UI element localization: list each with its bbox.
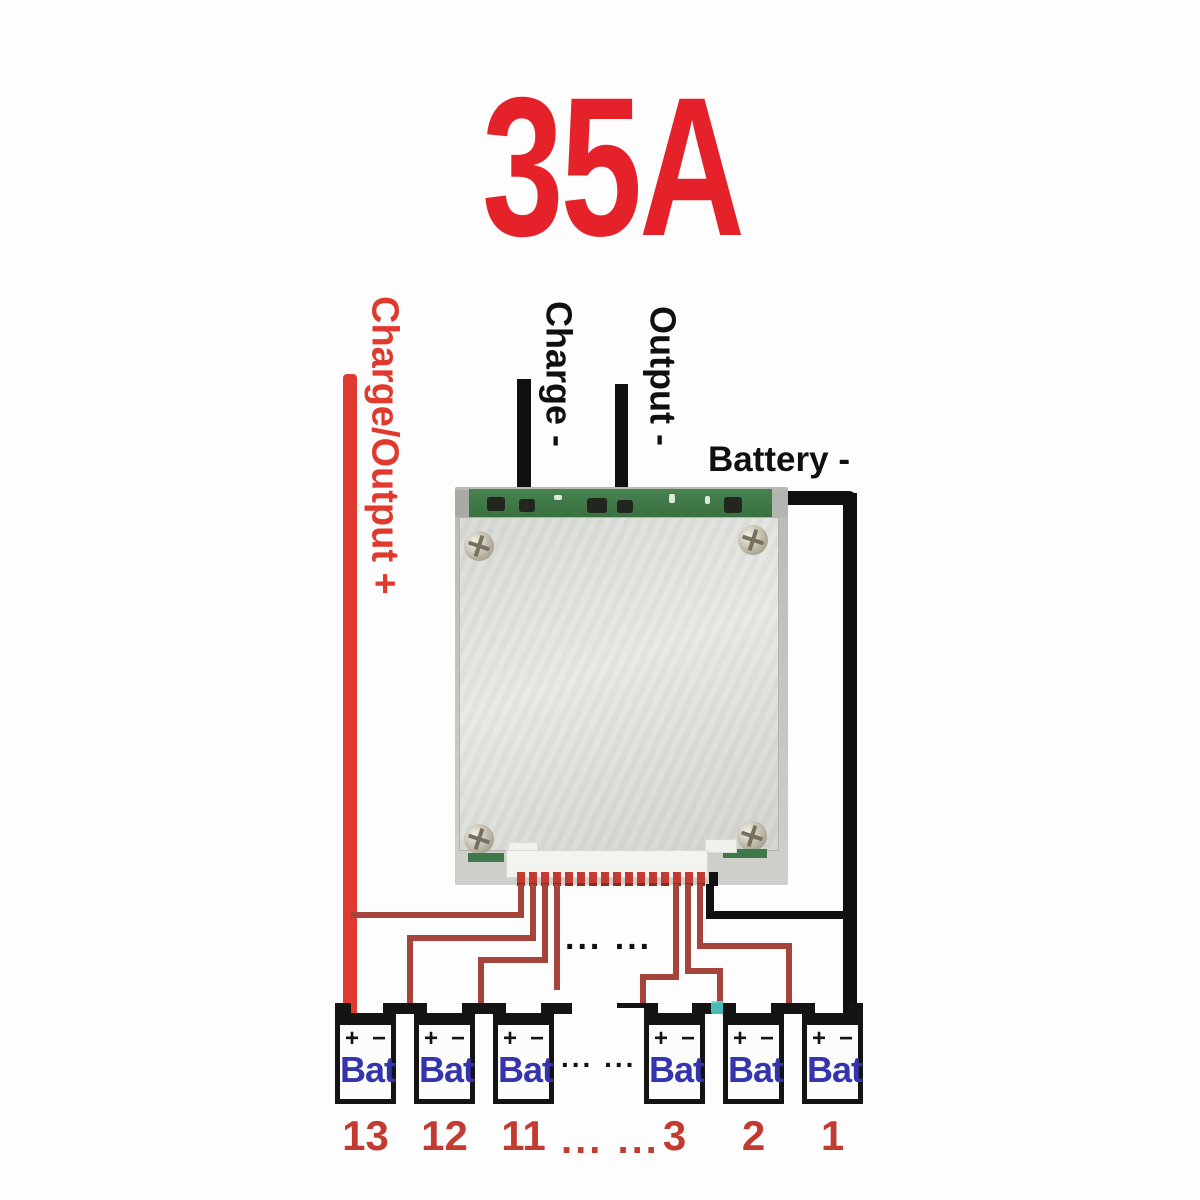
terminal-tab — [692, 1003, 705, 1014]
screw-top-left — [464, 531, 494, 561]
battery-label: Bat — [340, 1049, 396, 1090]
battery-label: Bat — [419, 1049, 475, 1090]
plus-terminal: + — [733, 1025, 748, 1052]
terminal-tab — [541, 1003, 554, 1014]
battery-label: Bat — [728, 1049, 784, 1090]
balance-pin — [649, 872, 657, 886]
minus-terminal: − — [529, 1025, 544, 1052]
battery-label: Bat — [807, 1049, 863, 1090]
pcb-bottom-strip-right — [723, 849, 767, 858]
battery-cell-11: +− Bat — [493, 1003, 554, 1104]
terminal-tab — [462, 1003, 475, 1014]
terminal-tab — [850, 1003, 863, 1014]
black-pin — [709, 872, 718, 886]
balance-pin — [577, 872, 585, 886]
balance-pin — [625, 872, 633, 886]
terminal-tab — [802, 1003, 815, 1014]
charge-output-plus-wire — [343, 374, 357, 1015]
output-minus-wire — [615, 384, 628, 505]
bridge-2-1 — [771, 1003, 815, 1014]
balance-pin — [601, 872, 609, 886]
battery-cell-3: +− Bat — [644, 1003, 705, 1104]
bridge-11-stub — [541, 1003, 572, 1014]
minus-terminal: − — [759, 1025, 774, 1052]
bridge-12-11 — [462, 1003, 506, 1014]
current-rating-title: 35A — [482, 56, 745, 277]
screw-top-right — [738, 525, 768, 555]
charge-output-plus-label: Charge/Output + — [363, 296, 406, 595]
terminal-tab — [414, 1003, 427, 1014]
balance-pin — [613, 872, 621, 886]
pcb-top-strip — [469, 489, 772, 518]
plus-terminal: + — [503, 1025, 518, 1052]
battery-cell-1: +− Bat — [802, 1003, 863, 1104]
cell-number: 13 — [342, 1112, 389, 1159]
battery-label: Bat — [649, 1049, 705, 1090]
terminal-tab — [335, 1003, 348, 1014]
plus-terminal: + — [424, 1025, 439, 1052]
minus-terminal: − — [838, 1025, 853, 1052]
battery-minus-wire-vertical — [843, 493, 857, 1013]
battery-minus-label: Battery - — [708, 440, 850, 479]
cell-number: 1 — [820, 1112, 845, 1159]
battery-cell-13: +− Bat — [335, 1003, 396, 1104]
balance-pin — [661, 872, 669, 886]
minus-terminal: − — [680, 1025, 695, 1052]
ellipsis-mid-wires: ... ... — [565, 919, 653, 957]
output-minus-label: Output - — [642, 306, 684, 446]
ellipsis-battery-row: ... ... — [561, 1042, 637, 1073]
balance-pin-row — [517, 872, 718, 886]
balance-pin — [565, 872, 573, 886]
minus-terminal: − — [371, 1025, 386, 1052]
balance-pin — [589, 872, 597, 886]
pcb-bottom-strip-left — [468, 853, 504, 862]
plus-terminal: + — [345, 1025, 360, 1052]
battery-label: Bat — [498, 1049, 554, 1090]
connector-bump-right — [705, 839, 737, 853]
bms-board — [455, 487, 788, 886]
terminal-tab — [383, 1003, 396, 1014]
charge-minus-wire — [517, 379, 531, 505]
terminal-tab — [493, 1003, 506, 1014]
cell-number: 12 — [421, 1112, 468, 1159]
terminal-tab — [723, 1003, 736, 1014]
terminal-tab — [644, 1003, 657, 1014]
screw-bottom-left — [464, 824, 494, 854]
battery-cell-2: +− Bat — [723, 1003, 784, 1104]
cell-number: 11 — [501, 1112, 546, 1159]
plus-terminal: + — [654, 1025, 669, 1052]
ellipsis-number-row: ... ... — [561, 1118, 660, 1162]
connector-highlight — [711, 1001, 724, 1014]
heatsink-plate — [459, 517, 779, 851]
bridge-3-stub — [617, 1003, 646, 1008]
cell-number: 3 — [662, 1112, 687, 1159]
board-edge-left — [455, 490, 471, 517]
cell-number: 2 — [741, 1112, 766, 1159]
terminal-tab — [771, 1003, 784, 1014]
charge-minus-label: Charge - — [538, 301, 580, 448]
balance-pin — [637, 872, 645, 886]
board-edge-right — [770, 490, 788, 517]
plus-terminal: + — [812, 1025, 827, 1052]
bridge-13-12 — [383, 1003, 427, 1014]
screw-bottom-right — [737, 821, 767, 851]
minus-terminal: − — [450, 1025, 465, 1052]
battery-cell-12: +− Bat — [414, 1003, 475, 1104]
